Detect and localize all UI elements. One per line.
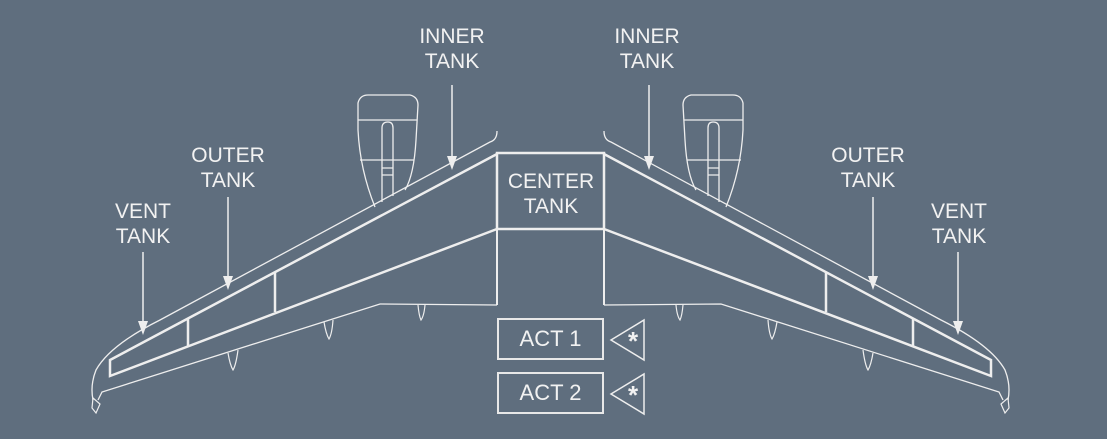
- act-2-box: ACT 2: [497, 372, 604, 414]
- label-line: INNER: [614, 25, 680, 48]
- label-line: TANK: [840, 169, 896, 192]
- label-line: VENT: [114, 200, 171, 223]
- label-line: OUTER: [831, 144, 905, 167]
- center-tank-outline: [495, 151, 606, 231]
- act1-triangle-icon: [609, 318, 645, 362]
- left-wing: [90, 93, 499, 415]
- label-line: TANK: [115, 225, 171, 248]
- label-line: TANK: [619, 50, 675, 73]
- label-line: CENTER: [507, 170, 595, 193]
- label-line: INNER: [419, 25, 485, 48]
- act-1-asterisk-icon: *: [627, 326, 639, 356]
- label-line: OUTER: [191, 144, 265, 167]
- right-wing: [602, 93, 1011, 415]
- pointer-arrows: [137, 85, 964, 336]
- act-warning-triangles: [609, 318, 645, 416]
- act-2-label: ACT 2: [519, 380, 582, 405]
- label-line: TANK: [931, 225, 987, 248]
- label-line: TANK: [200, 169, 256, 192]
- label-line: VENT: [930, 200, 987, 223]
- act2-triangle-icon: [609, 372, 645, 416]
- label-line: TANK: [523, 195, 579, 218]
- act-1-label: ACT 1: [519, 326, 582, 351]
- label-line: TANK: [424, 50, 480, 73]
- act-1-box: ACT 1: [497, 318, 604, 360]
- act-2-asterisk-icon: *: [627, 380, 639, 410]
